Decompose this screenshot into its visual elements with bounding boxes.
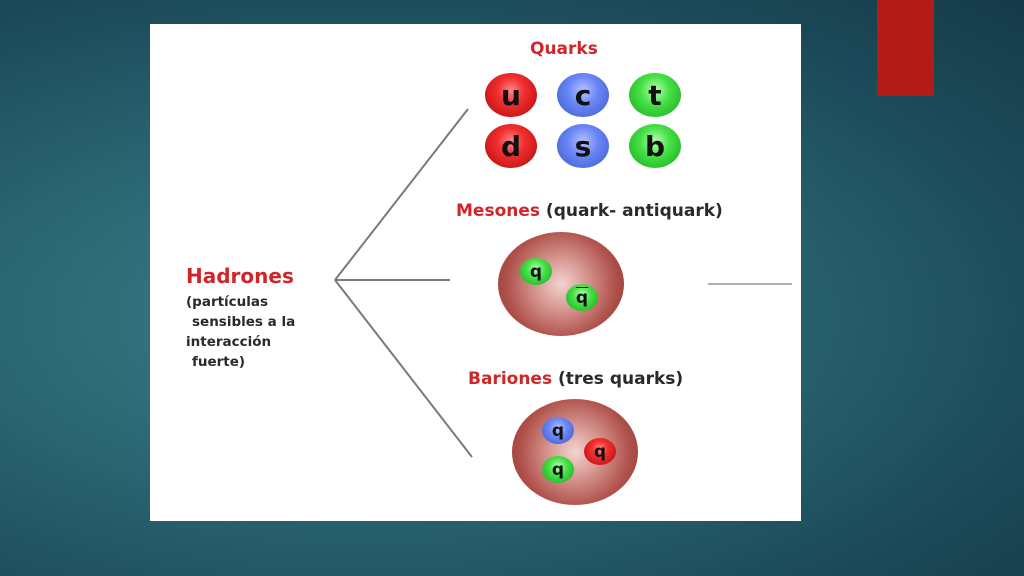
quarks-title: Quarks [530, 39, 598, 59]
quark-u: u [485, 73, 537, 117]
hadrones-desc-line: fuerte) [192, 354, 246, 370]
baryon-sphere: q q q [512, 399, 638, 505]
line-to-quarks [334, 108, 469, 281]
bariones-title: Bariones (tres quarks) [468, 369, 683, 389]
meson-antiquark: q [566, 284, 598, 311]
baryon-quark-red: q [584, 438, 616, 465]
baryon-quark-blue: q [542, 417, 574, 444]
quark-c: c [557, 73, 609, 117]
mesones-label: Mesones [456, 201, 540, 221]
hadrones-desc-line: interacción [186, 334, 272, 350]
slide-accent-bar [877, 0, 934, 96]
quark-b: b [629, 124, 681, 168]
quark-t: t [629, 73, 681, 117]
meson-quark: q [520, 258, 552, 285]
baryon-quark-green: q [542, 456, 574, 483]
diagram-panel: Hadrones (partículas sensibles a la inte… [150, 24, 801, 521]
quark-s: s [557, 124, 609, 168]
bariones-label: Bariones [468, 369, 553, 389]
quark-d: d [485, 124, 537, 168]
line-to-bariones [334, 279, 473, 458]
hadrones-title: Hadrones [186, 264, 294, 288]
connector-lines [334, 108, 792, 458]
mesones-subtitle: (quark- antiquark) [545, 201, 723, 221]
hadrones-description: (partículas sensibles a la interacción f… [186, 292, 295, 372]
hadrones-desc-line: (partículas [186, 294, 269, 310]
mesones-title: Mesones (quark- antiquark) [456, 201, 723, 221]
bariones-subtitle: (tres quarks) [558, 369, 684, 389]
hadrones-desc-line: sensibles a la [192, 314, 296, 330]
meson-sphere: q q [498, 232, 624, 336]
